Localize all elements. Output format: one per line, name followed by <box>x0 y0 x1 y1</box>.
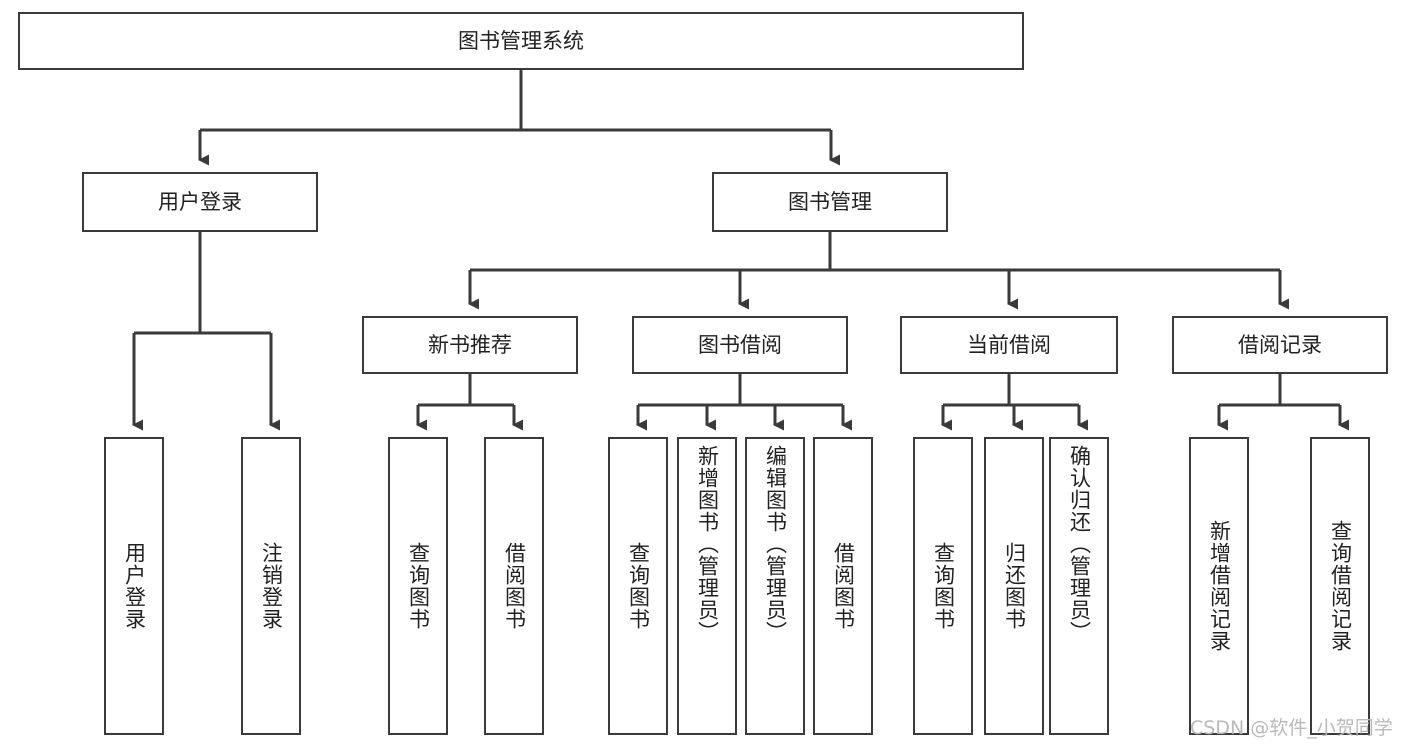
leaf-query-book-1[interactable]: 查询图书 <box>388 437 448 735</box>
node-user-login-label: 用户登录 <box>158 189 242 214</box>
leaf-user-logout-label: 注销登录 <box>259 542 284 630</box>
node-book-manage[interactable]: 图书管理 <box>712 172 948 232</box>
node-borrow-record[interactable]: 借阅记录 <box>1172 316 1388 374</box>
leaf-query-book-2[interactable]: 查询图书 <box>608 437 668 735</box>
leaf-return-book[interactable]: 归还图书 <box>984 437 1044 735</box>
node-root-label: 图书管理系统 <box>458 28 584 53</box>
node-new-book-recommend[interactable]: 新书推荐 <box>362 316 578 374</box>
leaf-query-book-3-label: 查询图书 <box>931 542 956 630</box>
leaf-query-book-1-label: 查询图书 <box>406 542 431 630</box>
leaf-user-logout[interactable]: 注销登录 <box>241 437 301 735</box>
leaf-edit-book[interactable]: 编辑图书（管理员） <box>745 437 805 735</box>
node-book-borrow[interactable]: 图书借阅 <box>632 316 848 374</box>
csdn-watermark: CSDN @软件_小贺同学 <box>1190 717 1393 739</box>
leaf-confirm-return-label: 确认归还（管理员） <box>1067 445 1092 643</box>
leaf-borrow-book-1[interactable]: 借阅图书 <box>484 437 544 735</box>
node-current-borrow[interactable]: 当前借阅 <box>900 316 1118 374</box>
leaf-user-login-label: 用户登录 <box>122 542 147 630</box>
leaf-add-record[interactable]: 新增借阅记录 <box>1189 437 1249 735</box>
leaf-borrow-book-2[interactable]: 借阅图书 <box>813 437 873 735</box>
leaf-query-record-label: 查询借阅记录 <box>1328 520 1353 652</box>
leaf-borrow-book-2-label: 借阅图书 <box>831 542 856 630</box>
leaf-query-record[interactable]: 查询借阅记录 <box>1310 437 1370 735</box>
node-book-manage-label: 图书管理 <box>788 189 872 214</box>
leaf-edit-book-label: 编辑图书（管理员） <box>763 445 788 643</box>
leaf-query-book-3[interactable]: 查询图书 <box>913 437 973 735</box>
leaf-add-book[interactable]: 新增图书（管理员） <box>677 437 737 735</box>
leaf-add-book-label: 新增图书（管理员） <box>695 445 720 643</box>
leaf-return-book-label: 归还图书 <box>1002 542 1027 630</box>
node-book-borrow-label: 图书借阅 <box>698 332 782 357</box>
node-borrow-record-label: 借阅记录 <box>1238 332 1322 357</box>
leaf-query-book-2-label: 查询图书 <box>626 542 651 630</box>
node-root[interactable]: 图书管理系统 <box>18 12 1024 70</box>
node-user-login[interactable]: 用户登录 <box>82 172 318 232</box>
leaf-borrow-book-1-label: 借阅图书 <box>502 542 527 630</box>
leaf-confirm-return[interactable]: 确认归还（管理员） <box>1049 437 1109 735</box>
leaf-add-record-label: 新增借阅记录 <box>1207 520 1232 652</box>
node-current-borrow-label: 当前借阅 <box>967 332 1051 357</box>
node-new-book-recommend-label: 新书推荐 <box>428 332 512 357</box>
leaf-user-login[interactable]: 用户登录 <box>104 437 164 735</box>
